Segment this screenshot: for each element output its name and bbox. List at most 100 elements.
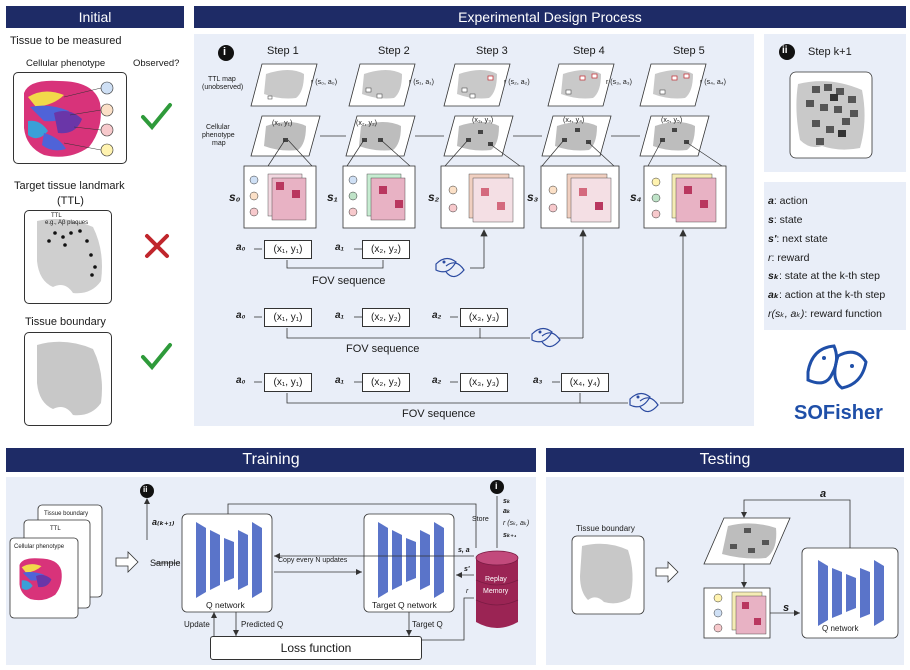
- ttl-inner-label: TTL: [51, 213, 62, 219]
- seq3-coord-2: (x₃, y₃): [460, 373, 508, 392]
- cell-pheno-label: Cellular phenotype: [26, 58, 106, 69]
- q-network-label: Q network: [206, 600, 245, 610]
- r-label: r: [466, 588, 469, 595]
- stepk-title: Step k+1: [808, 46, 852, 58]
- step-1-label: Step 1: [267, 45, 299, 57]
- reward-3: r (s₂, a₂): [504, 79, 530, 86]
- pheno-map-label-1: Cellular: [206, 124, 230, 131]
- marker-i-label: i: [223, 46, 227, 58]
- seq3-action-1: a₁: [335, 375, 345, 386]
- pheno-map-label-3: map: [212, 140, 226, 147]
- coord-1: (x₁, y₁): [272, 120, 293, 127]
- brand-name: SOFisher: [794, 402, 883, 424]
- seq2-action-2: a₂: [432, 310, 442, 321]
- coord-4: (x₄, y₄): [563, 117, 585, 124]
- state-s4: s₄: [630, 190, 642, 204]
- testing-title: Testing: [699, 451, 751, 468]
- step-4-label: Step 4: [573, 45, 605, 57]
- ttl-card: TTL e.g., Aβ plaques: [24, 210, 112, 304]
- boundary-label: Tissue boundary: [25, 316, 106, 328]
- legend-panel: [764, 182, 906, 330]
- ttl-map-sub: (unobserved): [202, 84, 244, 91]
- testing-boundary-label: Tissue boundary: [576, 524, 635, 533]
- ttl-example: e.g., Aβ plaques: [45, 220, 89, 226]
- coord-2: (x₂, y₂): [356, 120, 377, 127]
- stack-label-ttl: TTL: [50, 526, 61, 532]
- marker-ii-label: ii: [782, 45, 788, 56]
- state-s2: s₂: [428, 190, 440, 204]
- legend-item-3: r: reward: [768, 252, 810, 264]
- seq3-coord-3: (x₄, y₄): [561, 373, 609, 392]
- seq1-action-1: a₁: [335, 242, 345, 253]
- ttl-tissue-image: [37, 219, 102, 294]
- training-marker-ii: ii: [143, 485, 148, 494]
- sequence-connectors: [254, 229, 687, 404]
- ttl-abbr: (TTL): [57, 195, 84, 207]
- seq2-coord-0: (x₁, y₁): [264, 308, 312, 327]
- sample-label: Sample: [150, 558, 181, 568]
- target-q-network-label: Target Q network: [372, 600, 437, 610]
- boundary-card: [24, 332, 112, 426]
- design-title: Experimental Design Process: [458, 9, 642, 25]
- reward-5: r (s₄, a₄): [700, 79, 726, 86]
- testing-s-label: s: [783, 602, 790, 614]
- s-a-label: s, a: [458, 547, 470, 554]
- ttl-maps: [250, 63, 707, 107]
- observed-label: Observed?: [133, 58, 180, 69]
- coord-3: (x₃, y₃): [472, 117, 494, 124]
- legend-item-0: a: action: [768, 195, 808, 207]
- ttl-label: Target tissue landmark: [14, 180, 125, 192]
- stack-label-boundary: Tissue boundary: [44, 511, 89, 517]
- brain-atlas-card: [13, 72, 127, 164]
- update-label: Update: [184, 620, 210, 629]
- seq1-action-0: a₀: [236, 242, 246, 253]
- state-s1: s₁: [327, 190, 338, 204]
- testing-header: Testing: [546, 448, 904, 472]
- legend-item-6: r(sₖ, aₖ): reward function: [768, 308, 882, 320]
- seq3-coord-0: (x₁, y₁): [264, 373, 312, 392]
- state-card-contents: [249, 173, 717, 223]
- tuple-s: sₖ: [503, 498, 511, 505]
- brain-atlas-image: [24, 80, 114, 157]
- loss-function-box: Loss function: [210, 636, 422, 660]
- fish-icon-row3: [629, 392, 659, 413]
- legend-item-5: aₖ: action at the k-th step: [768, 289, 886, 301]
- seq3-action-0: a₀: [236, 375, 246, 386]
- seq1-coord-1: (x₂, y₂): [362, 240, 410, 259]
- coord-5: (x₅, y₅): [661, 117, 683, 124]
- target-q-label: Target Q: [412, 620, 443, 629]
- store-label: Store: [472, 516, 489, 523]
- fish-icon-row2: [531, 327, 561, 348]
- legend-item-2: s': next state: [768, 233, 828, 245]
- pheno-map-label-2: phenotype: [202, 132, 235, 139]
- tissue-label: Tissue to be measured: [10, 35, 122, 47]
- tuple-r: r (sₖ, aₖ): [503, 520, 530, 527]
- seq1-coord-0: (x₁, y₁): [264, 240, 312, 259]
- marker-ii-icon: [779, 44, 795, 60]
- stack-label-pheno: Cellular phenotype: [14, 544, 65, 550]
- design-header: Experimental Design Process: [194, 6, 906, 28]
- s-prime-label: s': [464, 566, 470, 573]
- replay-label-1: Replay: [485, 576, 507, 583]
- training-header: Training: [6, 448, 536, 472]
- tuple-s-next: sₖ₊₁: [503, 532, 517, 539]
- legend-item-4: sₖ: state at the k-th step: [768, 270, 880, 282]
- seq3-action-2: a₂: [432, 375, 442, 386]
- training-marker-i: i: [495, 481, 498, 491]
- predicted-q-label: Predicted Q: [241, 620, 284, 629]
- seq3-coord-1: (x₂, y₂): [362, 373, 410, 392]
- testing-q-network-label: Q network: [822, 624, 859, 633]
- marker-i-icon: [218, 45, 234, 61]
- seq3-label: FOV sequence: [402, 408, 476, 420]
- seq3-action-3: a₃: [533, 375, 543, 386]
- pheno-maps: [250, 115, 710, 157]
- testing-a-label: a: [820, 488, 827, 500]
- seq2-coord-2: (x₃, y₃): [460, 308, 508, 327]
- initial-title: Initial: [78, 9, 112, 25]
- seq2-action-0: a₀: [236, 310, 246, 321]
